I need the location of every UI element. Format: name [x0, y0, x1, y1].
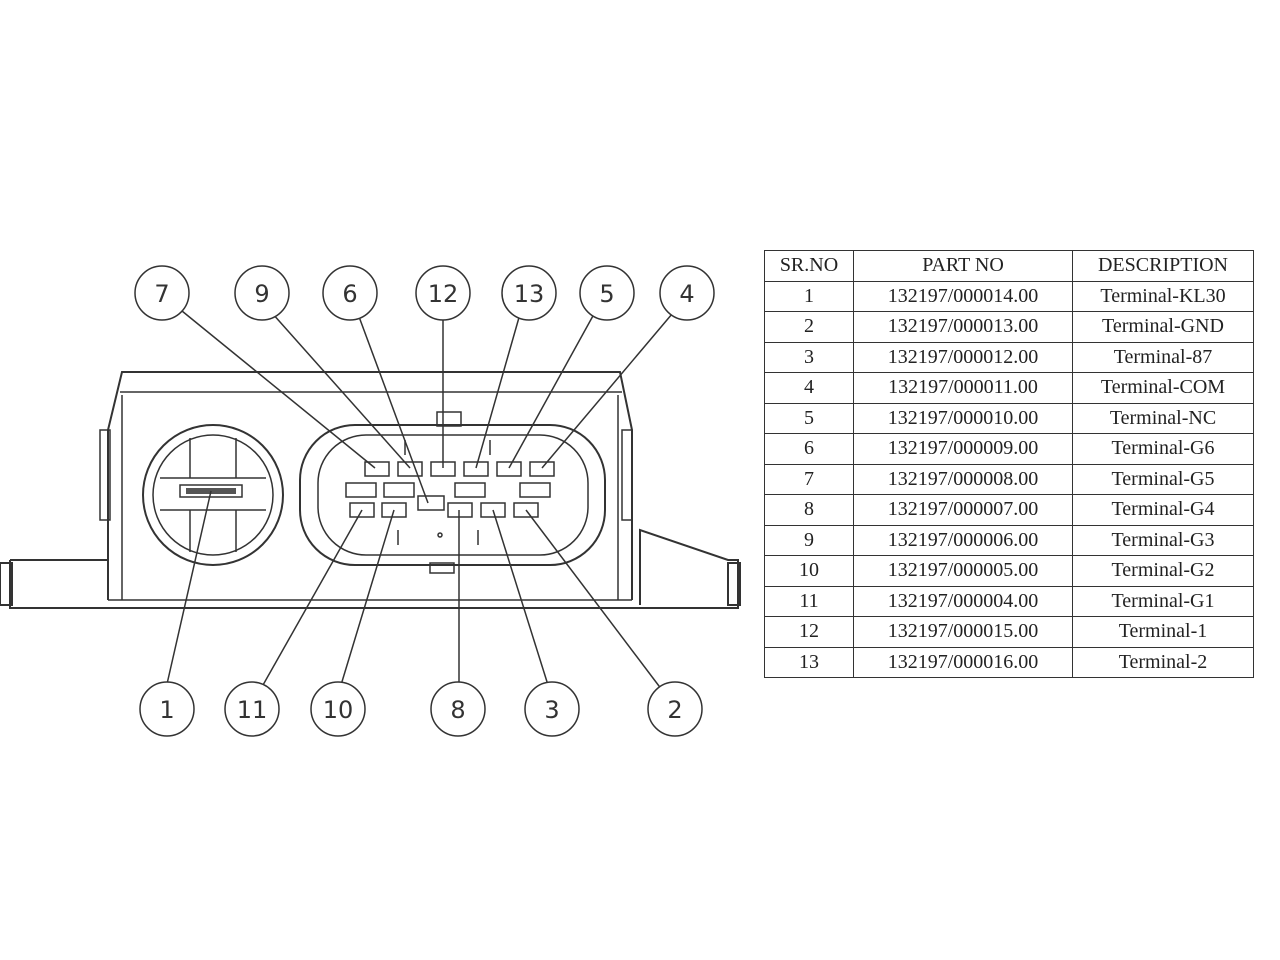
svg-text:8: 8: [450, 696, 465, 724]
power-port: [142, 424, 284, 566]
cell-sr-no: 8: [764, 494, 854, 526]
cell-sr-no: 9: [764, 524, 854, 556]
callout-6: 6: [322, 265, 378, 321]
header-sr-no: SR.NO: [764, 250, 854, 282]
svg-text:11: 11: [237, 696, 268, 724]
cell-description: Terminal-GND: [1072, 311, 1254, 343]
table-row: 7 132197/000008.00 Terminal-G5: [764, 463, 1254, 495]
table-header-row: SR.NO PART NO DESCRIPTION: [764, 250, 1254, 282]
cell-sr-no: 3: [764, 341, 854, 373]
cell-sr-no: 2: [764, 311, 854, 343]
parts-table: SR.NO PART NO DESCRIPTION 1 132197/00001…: [764, 250, 1254, 678]
cell-part-no: 132197/000013.00: [853, 311, 1073, 343]
callout-7: 7: [134, 265, 190, 321]
cell-description: Terminal-G4: [1072, 494, 1254, 526]
header-description: DESCRIPTION: [1072, 250, 1254, 282]
callout-9: 9: [234, 265, 290, 321]
cell-sr-no: 5: [764, 402, 854, 434]
cell-sr-no: 10: [764, 555, 854, 587]
cell-description: Terminal-G6: [1072, 433, 1254, 465]
svg-text:10: 10: [323, 696, 354, 724]
table-row: 9 132197/000006.00 Terminal-G3: [764, 524, 1254, 556]
signal-connector: [299, 411, 606, 574]
cell-part-no: 132197/000004.00: [853, 585, 1073, 617]
cell-part-no: 132197/000014.00: [853, 280, 1073, 312]
cell-part-no: 132197/000015.00: [853, 616, 1073, 648]
callout-11: 11: [224, 681, 280, 737]
callout-2: 2: [647, 681, 703, 737]
leader-lines: [166, 310, 673, 691]
cell-part-no: 132197/000010.00: [853, 402, 1073, 434]
cell-description: Terminal-G1: [1072, 585, 1254, 617]
cell-part-no: 132197/000005.00: [853, 555, 1073, 587]
table-row: 12 132197/000015.00 Terminal-1: [764, 616, 1254, 648]
cell-part-no: 132197/000016.00: [853, 646, 1073, 678]
callout-10: 10: [310, 681, 366, 737]
connector-housing: [0, 371, 741, 609]
table-row: 13 132197/000016.00 Terminal-2: [764, 646, 1254, 678]
cell-description: Terminal-G5: [1072, 463, 1254, 495]
cell-part-no: 132197/000007.00: [853, 494, 1073, 526]
table-row: 1 132197/000014.00 Terminal-KL30: [764, 280, 1254, 312]
callout-5: 5: [579, 265, 635, 321]
svg-text:13: 13: [514, 280, 545, 308]
header-part-no: PART NO: [853, 250, 1073, 282]
table-row: 6 132197/000009.00 Terminal-G6: [764, 433, 1254, 465]
cell-part-no: 132197/000006.00: [853, 524, 1073, 556]
cell-description: Terminal-G3: [1072, 524, 1254, 556]
svg-text:1: 1: [159, 696, 174, 724]
table-row: 8 132197/000007.00 Terminal-G4: [764, 494, 1254, 526]
table-row: 5 132197/000010.00 Terminal-NC: [764, 402, 1254, 434]
cell-sr-no: 4: [764, 372, 854, 404]
callout-13: 13: [501, 265, 557, 321]
table-row: 10 132197/000005.00 Terminal-G2: [764, 555, 1254, 587]
cell-sr-no: 1: [764, 280, 854, 312]
cell-sr-no: 6: [764, 433, 854, 465]
callout-1: 1: [139, 681, 195, 737]
table-row: 4 132197/000011.00 Terminal-COM: [764, 372, 1254, 404]
cell-description: Terminal-G2: [1072, 555, 1254, 587]
cell-part-no: 132197/000009.00: [853, 433, 1073, 465]
cell-description: Terminal-COM: [1072, 372, 1254, 404]
table-row: 11 132197/000004.00 Terminal-G1: [764, 585, 1254, 617]
cell-part-no: 132197/000012.00: [853, 341, 1073, 373]
svg-text:6: 6: [342, 280, 357, 308]
svg-text:2: 2: [667, 696, 682, 724]
table-row: 3 132197/000012.00 Terminal-87: [764, 341, 1254, 373]
callout-12: 12: [415, 265, 471, 321]
cell-sr-no: 7: [764, 463, 854, 495]
cell-description: Terminal-NC: [1072, 402, 1254, 434]
svg-text:4: 4: [679, 280, 694, 308]
cell-part-no: 132197/000008.00: [853, 463, 1073, 495]
callout-3: 3: [524, 681, 580, 737]
cell-sr-no: 12: [764, 616, 854, 648]
table-row: 2 132197/000013.00 Terminal-GND: [764, 311, 1254, 343]
cell-description: Terminal-2: [1072, 646, 1254, 678]
svg-text:3: 3: [544, 696, 559, 724]
callout-4: 4: [659, 265, 715, 321]
svg-text:12: 12: [428, 280, 459, 308]
svg-text:9: 9: [254, 280, 269, 308]
callout-8: 8: [430, 681, 486, 737]
svg-text:5: 5: [599, 280, 614, 308]
cell-description: Terminal-87: [1072, 341, 1254, 373]
svg-text:7: 7: [154, 280, 169, 308]
cell-part-no: 132197/000011.00: [853, 372, 1073, 404]
cell-description: Terminal-1: [1072, 616, 1254, 648]
cell-sr-no: 13: [764, 646, 854, 678]
pin-row-upper: [364, 461, 555, 477]
cell-sr-no: 11: [764, 585, 854, 617]
cell-description: Terminal-KL30: [1072, 280, 1254, 312]
